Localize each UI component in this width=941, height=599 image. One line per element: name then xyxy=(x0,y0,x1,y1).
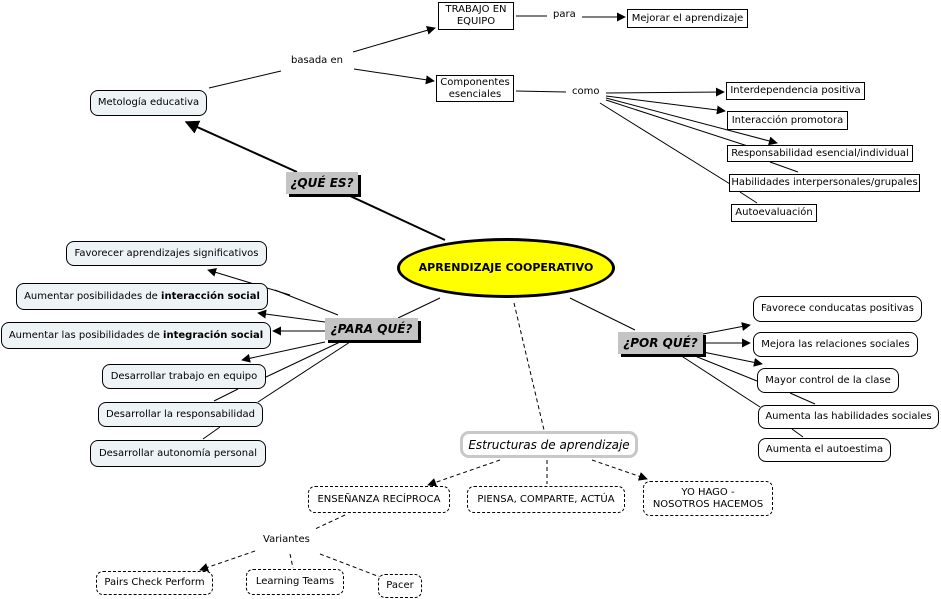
node-variante[interactable]: Pairs Check Perform xyxy=(96,571,213,595)
node-trabajo-equipo[interactable]: TRABAJO EN EQUIPO xyxy=(438,2,514,30)
link-para: para xyxy=(550,9,579,20)
node-objetivo[interactable]: Desarrollar autonomía personal xyxy=(90,440,266,467)
link-como: como xyxy=(569,86,603,97)
node-objetivo[interactable]: Desarrollar trabajo en equipo xyxy=(102,364,266,389)
node-objetivo[interactable]: Desarrollar la responsabilidad xyxy=(98,402,263,427)
node-integracion-social[interactable]: Aumentar las posibilidades de integració… xyxy=(1,322,271,349)
text-bold: interacción social xyxy=(161,290,260,302)
node-razon[interactable]: Mayor control de la clase xyxy=(757,368,899,393)
node-componente[interactable]: Responsabilidad esencial/individual xyxy=(727,145,913,162)
node-metologia[interactable]: Metología educativa xyxy=(90,90,207,116)
text: Aumentar posibilidades de xyxy=(24,290,162,302)
node-razon[interactable]: Aumenta las habilidades sociales xyxy=(758,405,939,429)
node-razon[interactable]: Mejora las relaciones sociales xyxy=(753,332,918,357)
node-favorecer[interactable]: Favorecer aprendizajes significativos xyxy=(66,241,267,266)
node-razon[interactable]: Favorece conducatas positivas xyxy=(753,296,922,322)
por-que-link[interactable]: ¿POR QUÉ? xyxy=(618,332,703,354)
node-variante[interactable]: Learning Teams xyxy=(246,569,344,595)
node-estructuras[interactable]: Estructuras de aprendizaje xyxy=(460,431,638,458)
que-es-link[interactable]: ¿QUÉ ES? xyxy=(286,172,358,194)
para-que-link[interactable]: ¿PARA QUÉ? xyxy=(325,318,418,340)
node-componente[interactable]: Interdependencia positiva xyxy=(726,82,865,100)
node-interaccion-social[interactable]: Aumentar posibilidades de interacción so… xyxy=(16,283,268,310)
node-estructura[interactable]: YO HAGO - NOSOTROS HACEMOS xyxy=(643,481,773,516)
node-mejorar[interactable]: Mejorar el aprendizaje xyxy=(627,9,748,28)
node-componente[interactable]: Habilidades interpersonales/grupales xyxy=(729,174,920,192)
node-razon[interactable]: Aumenta el autoestima xyxy=(758,438,891,462)
central-concept[interactable]: APRENDIZAJE COOPERATIVO xyxy=(397,238,615,298)
text: Aumentar las posibilidades de xyxy=(8,329,164,341)
link-basada-en: basada en xyxy=(288,55,346,66)
node-componentes[interactable]: Componentes esenciales xyxy=(436,75,514,102)
link-variantes: Variantes xyxy=(260,534,313,545)
node-componente[interactable]: Interacción promotora xyxy=(727,111,848,130)
text-bold: integración social xyxy=(163,329,264,341)
node-estructura[interactable]: PIENSA, COMPARTE, ACTÚA xyxy=(467,486,625,513)
node-variante[interactable]: Pacer xyxy=(378,574,422,598)
node-componente[interactable]: Autoevaluación xyxy=(731,204,817,222)
node-estructura[interactable]: ENSEÑANZA RECÍPROCA xyxy=(308,486,450,513)
